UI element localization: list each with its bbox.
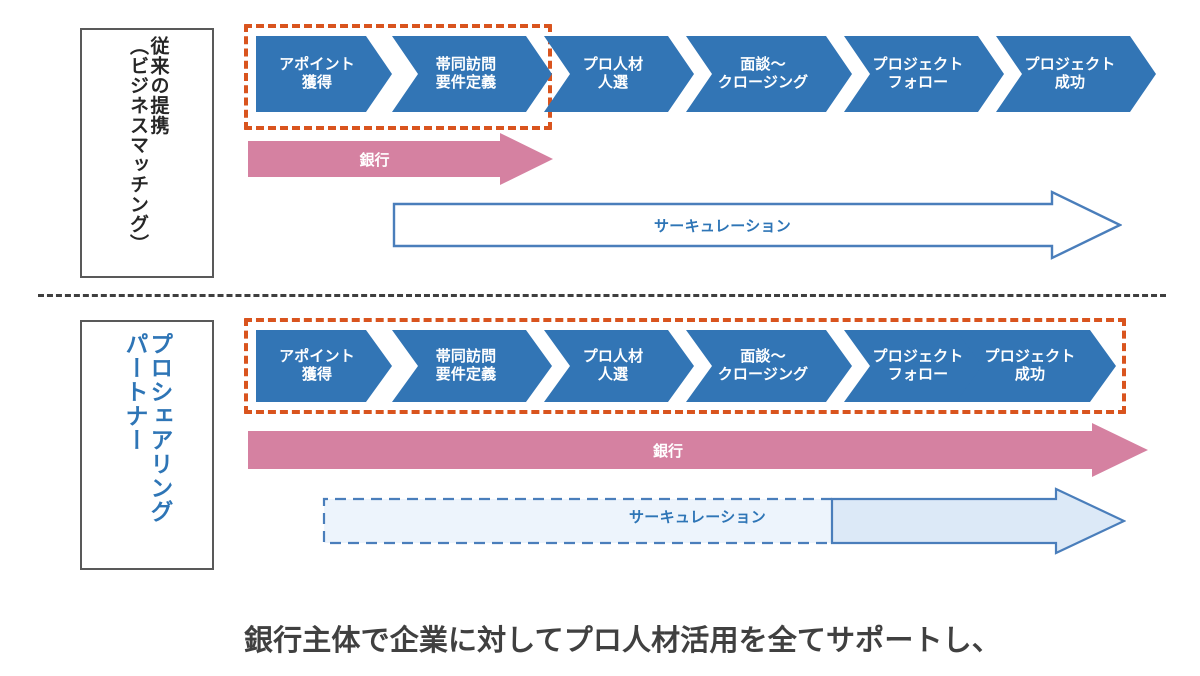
step-label-line1: 面談〜	[740, 347, 786, 365]
step-chevron-legacy-3[interactable]: プロ人材 人選	[544, 36, 694, 112]
step-label-line2: 要件定義	[435, 366, 497, 383]
step-chevron-partner-4[interactable]: 面談〜 クロージング	[686, 330, 852, 402]
step-chevron-legacy-5[interactable]: プロジェクト フォロー	[844, 36, 1004, 112]
bank-arrow-label: 銀行	[652, 442, 683, 460]
section-divider	[38, 294, 1166, 297]
step-label-line1: プロジェクト	[1024, 55, 1116, 73]
step-label-line1: 面談〜	[740, 55, 786, 73]
bank-arrow-partner: 銀行	[248, 423, 1148, 477]
circulation-arrow-partner	[320, 487, 1126, 555]
step-label-line2: フォロー	[887, 366, 949, 383]
step-label-line1: アポイント	[279, 347, 355, 365]
circulation-arrow-partner-shape	[322, 487, 1126, 555]
highlight-box-partner	[244, 318, 1126, 414]
section-label-partner-line2: パートナー	[122, 332, 148, 452]
step-label-line2: 獲得	[301, 74, 333, 91]
step-chevron-partner-1[interactable]: アポイント 獲得	[256, 330, 392, 402]
summary-caption: 銀行主体で企業に対してプロ人材活用を全てサポートし、 将来的な内製化を目指す	[244, 583, 1144, 676]
circulation-arrow-legacy	[392, 190, 1122, 260]
step-label-line1: プロ人材	[582, 347, 644, 365]
step-chevron-partner-3[interactable]: プロ人材 人選	[544, 330, 694, 402]
step-chevron-partner-6[interactable]: プロジェクト 成功	[956, 330, 1116, 402]
step-label-line2: クロージング	[717, 74, 809, 91]
step-chevron-legacy-1[interactable]: アポイント 獲得	[256, 36, 392, 112]
section-label-legacy-line2: （ビジネスマッチング）	[127, 36, 148, 254]
step-chevron-legacy-4[interactable]: 面談〜 クロージング	[686, 36, 852, 112]
step-label-line1: プロ人材	[582, 55, 644, 73]
section-label-legacy: 従来の提携 （ビジネスマッチング）	[80, 28, 214, 278]
bank-arrow-legacy: 銀行	[248, 133, 553, 185]
step-label-line2: 獲得	[301, 366, 333, 383]
step-label-line2: 成功	[1014, 366, 1046, 383]
highlight-box-legacy	[244, 24, 552, 130]
step-label-line2: 成功	[1054, 74, 1086, 91]
step-label-line1: アポイント	[279, 55, 355, 73]
circulation-label-partner: サーキュレーション	[629, 509, 767, 526]
circulation-arrow-legacy-shape	[392, 190, 1122, 260]
step-label-line1: プロジェクト	[872, 55, 964, 73]
section-label-legacy-line1: 従来の提携	[147, 36, 169, 135]
step-label-line1: プロジェクト	[984, 347, 1076, 365]
summary-caption-line1: 銀行主体で企業に対してプロ人材活用を全てサポートし、	[244, 624, 1001, 657]
step-label-line2: クロージング	[717, 366, 809, 383]
section-label-partner-line1: プロシェアリング	[146, 332, 173, 524]
step-label-line2: 要件定義	[435, 74, 497, 91]
step-label-line2: フォロー	[887, 74, 949, 91]
bank-arrow-label: 銀行	[359, 151, 390, 169]
step-chevron-legacy-2[interactable]: 帯同訪問 要件定義	[392, 36, 552, 112]
step-label-line1: 帯同訪問	[435, 347, 497, 365]
step-chevron-legacy-6[interactable]: プロジェクト 成功	[996, 36, 1156, 112]
section-label-partner: プロシェアリング パートナー	[80, 320, 214, 570]
step-label-line2: 人選	[597, 74, 629, 91]
step-chevron-partner-2[interactable]: 帯同訪問 要件定義	[392, 330, 552, 402]
step-label-line1: プロジェクト	[872, 347, 964, 365]
step-label-line2: 人選	[597, 366, 629, 383]
circulation-label-legacy: サーキュレーション	[654, 218, 792, 235]
step-label-line1: 帯同訪問	[435, 55, 497, 73]
